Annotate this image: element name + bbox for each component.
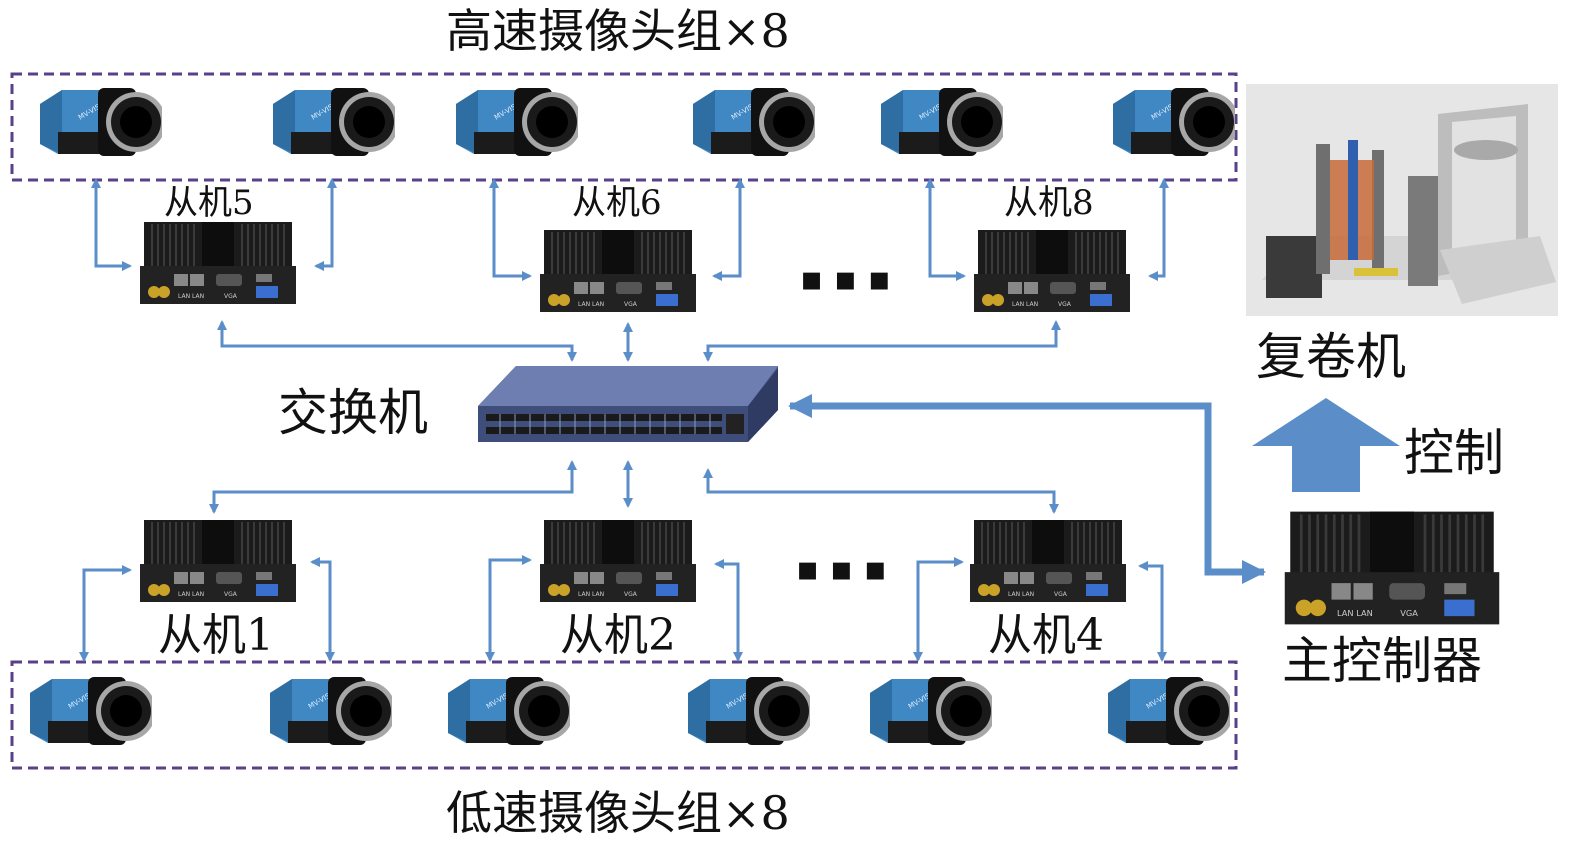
switch-label: 交换机 — [278, 384, 428, 442]
main-controller-label: 主控制器 — [1282, 632, 1482, 690]
industrial-camera-icon — [40, 88, 162, 156]
slave-pc-6-icon — [539, 229, 697, 313]
slave-2-label: 从机2 — [560, 610, 676, 661]
slave-pc-4-icon — [969, 519, 1127, 603]
industrial-camera-icon — [30, 677, 152, 745]
low-speed-camera-group-box — [10, 660, 1238, 770]
slave-5-label: 从机5 — [164, 183, 254, 223]
slave-8-label: 从机8 — [1004, 183, 1094, 223]
network-switch-icon — [478, 366, 778, 442]
industrial-camera-icon — [688, 677, 810, 745]
low-speed-camera-group-title: 低速摄像头组×8 — [446, 786, 790, 840]
industrial-camera-icon — [270, 677, 392, 745]
industrial-camera-icon — [693, 88, 815, 156]
industrial-camera-icon — [273, 88, 395, 156]
rewinder-label: 复卷机 — [1256, 328, 1406, 386]
slave-pc-1-icon — [139, 519, 297, 603]
rewinder-machine-icon — [1246, 84, 1558, 316]
industrial-camera-icon — [448, 677, 570, 745]
industrial-camera-icon — [870, 677, 992, 745]
industrial-camera-icon — [881, 88, 1003, 156]
bottom-camera-row — [30, 677, 1230, 745]
ellipsis-top: ▪ ▪ ▪ — [800, 259, 891, 299]
slave-pc-5-icon — [139, 221, 297, 305]
industrial-camera-icon — [1113, 88, 1235, 156]
ellipsis-bottom: ▪ ▪ ▪ — [796, 549, 887, 589]
high-speed-camera-group-title: 高速摄像头组×8 — [446, 4, 790, 58]
slave-1-label: 从机1 — [158, 610, 274, 661]
slave-6-label: 从机6 — [572, 183, 662, 223]
main-controller-link-arrow — [788, 394, 1266, 584]
industrial-camera-icon — [456, 88, 578, 156]
high-speed-camera-group-box — [10, 72, 1238, 182]
slave-pc-2-icon — [539, 519, 697, 603]
industrial-camera-icon — [1108, 677, 1230, 745]
main-controller-pc-icon — [1283, 510, 1501, 626]
top-camera-row — [40, 88, 1235, 156]
control-label: 控制 — [1404, 424, 1504, 482]
slave-4-label: 从机4 — [988, 610, 1104, 661]
slave-pc-8-icon — [973, 229, 1131, 313]
control-up-arrow — [1252, 398, 1400, 492]
